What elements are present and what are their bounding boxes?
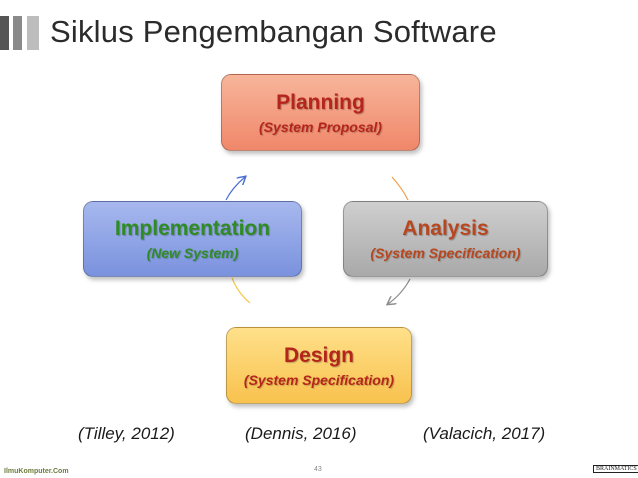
implementation-label: Implementation: [114, 217, 271, 240]
slide-title: Siklus Pengembangan Software: [50, 14, 497, 49]
arrow-analysis-to-design: [388, 278, 411, 304]
design-box: Design (System Specification): [226, 327, 412, 404]
accent-bar-light: [27, 16, 39, 50]
analysis-label: Analysis: [402, 217, 489, 240]
analysis-box: Analysis (System Specification): [343, 201, 548, 277]
arrow-planning-to-analysis: [391, 176, 409, 201]
page-number: 43: [314, 466, 322, 473]
design-sublabel: (System Specification): [243, 371, 395, 388]
accent-bar-dark: [0, 16, 9, 50]
planning-label: Planning: [276, 90, 365, 114]
footer-site-logo: IlmuKomputer.Com: [4, 468, 69, 475]
reference-valacich: (Valacich, 2017): [423, 424, 546, 443]
planning-sublabel: (System Proposal): [259, 118, 382, 135]
accent-bar-mid: [13, 16, 22, 50]
arrow-implementation-to-planning: [225, 177, 245, 201]
implementation-box: Implementation (New System): [83, 201, 302, 277]
reference-tilley: (Tilley, 2012): [78, 424, 175, 443]
arrow-design-to-implementation: [231, 277, 251, 304]
reference-dennis: (Dennis, 2016): [245, 424, 357, 443]
design-label: Design: [283, 343, 354, 367]
planning-box: Planning (System Proposal): [221, 74, 420, 151]
implementation-sublabel: (New System): [146, 245, 239, 261]
brainmatics-logo: BRAINMATICS: [593, 465, 638, 473]
analysis-sublabel: (System Specification): [370, 245, 521, 261]
